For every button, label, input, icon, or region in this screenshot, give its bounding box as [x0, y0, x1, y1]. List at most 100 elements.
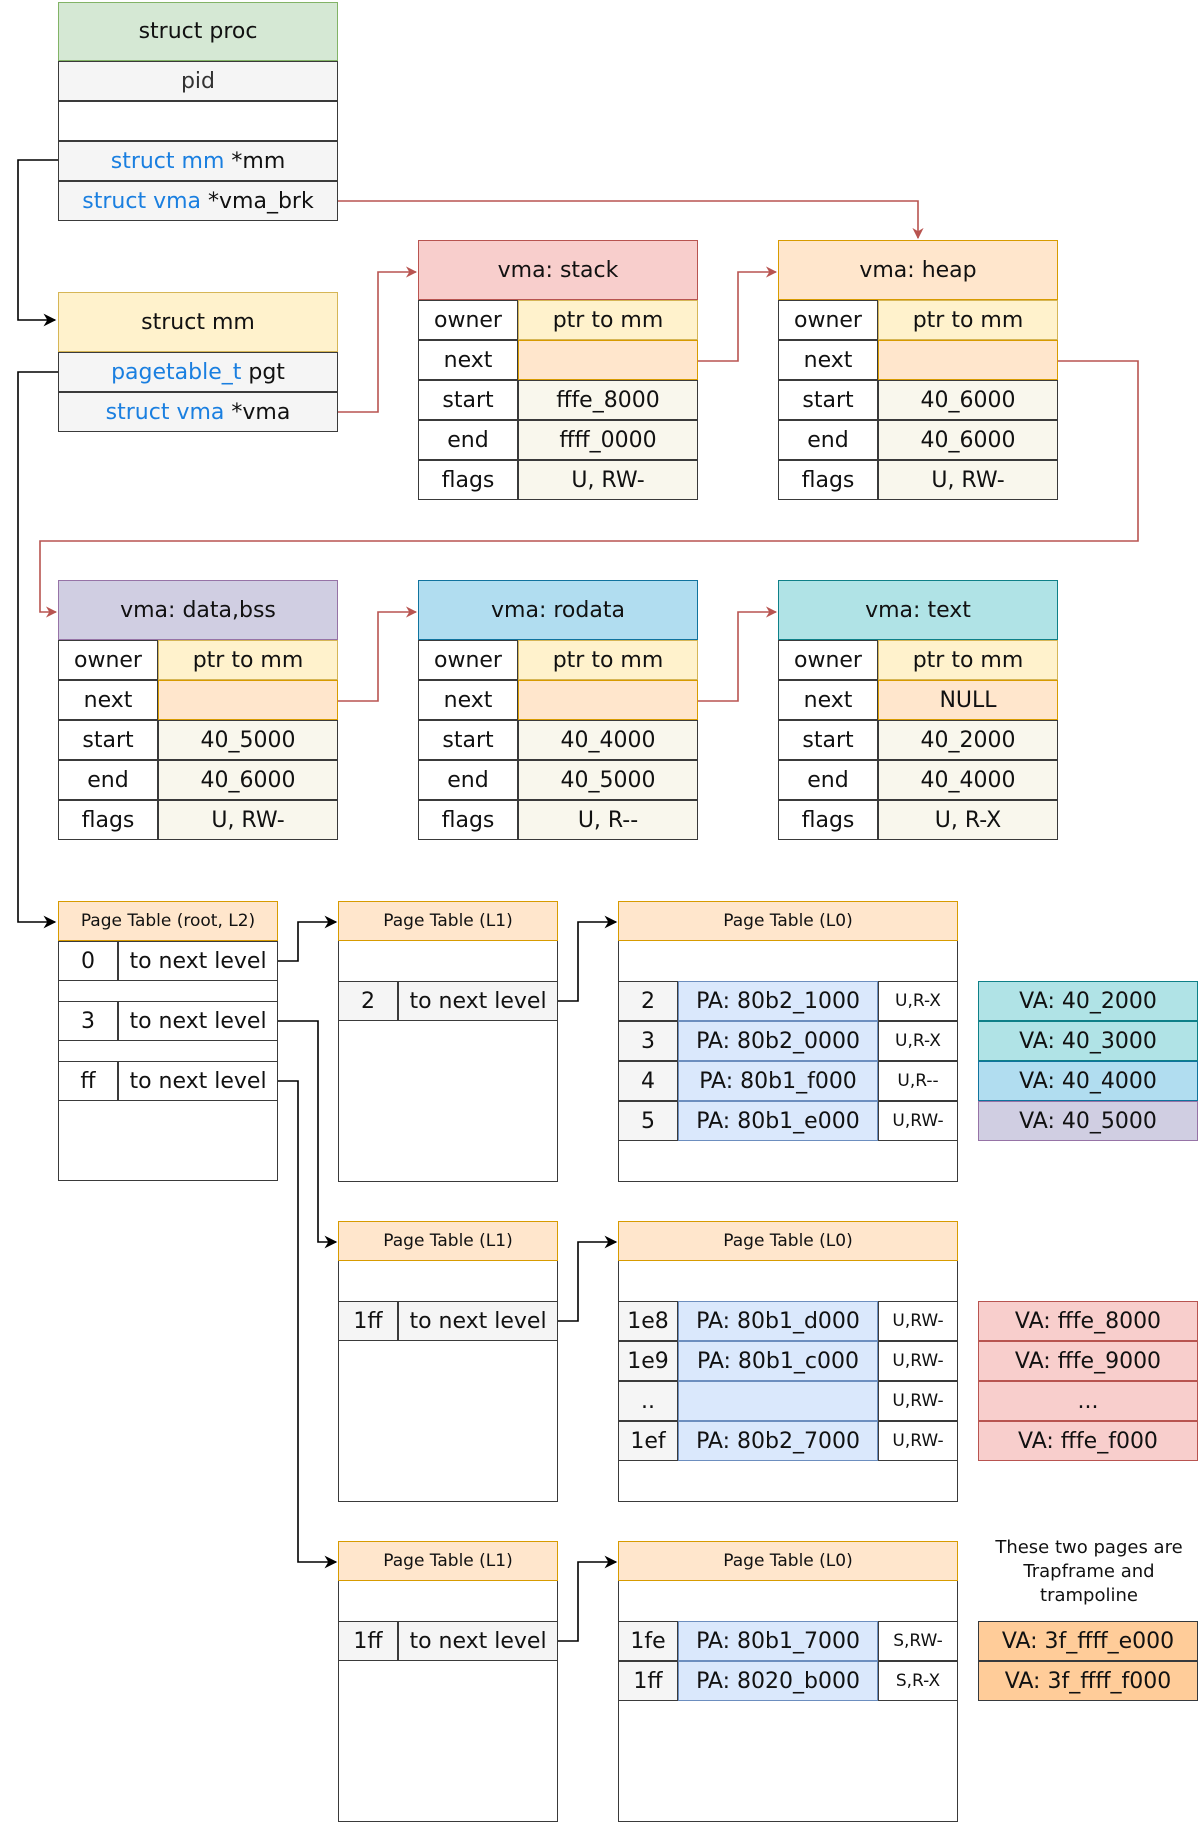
- proc-brk-name: *vma_brk: [201, 188, 314, 214]
- l0-entry-flags: U,R-X: [878, 981, 958, 1021]
- stack-next-arrow: [698, 266, 778, 362]
- l0-entry-flags: U,RW-: [878, 1301, 958, 1341]
- l0-entry-index: 2: [618, 981, 678, 1021]
- l1-a-arrow: [558, 915, 618, 1002]
- proc-mm-name: *mm: [224, 148, 286, 174]
- l1-table-frame: [338, 1541, 558, 1822]
- l0-entry-flags: U,RW-: [878, 1341, 958, 1381]
- trapframe-note: These two pages are Trapframe and trampo…: [995, 1537, 1183, 1606]
- l0-entry-flags: U,R-X: [878, 1021, 958, 1061]
- l0-table-title: Page Table (L0): [618, 1541, 958, 1581]
- l1-table-frame: [338, 901, 558, 1182]
- mm-vma-arrow: [338, 266, 418, 413]
- l1-c-arrow: [558, 1555, 618, 1642]
- vma-title: vma: rodata: [418, 580, 698, 640]
- vma-end-value: 40_6000: [158, 760, 338, 800]
- l1-entry-index: 2: [338, 981, 398, 1021]
- root-entry-ff-arrow: [278, 1080, 338, 1569]
- vma-start-value: fffe_8000: [518, 380, 698, 420]
- l0-entry-index: 3: [618, 1021, 678, 1061]
- vma-flags-label: flags: [418, 460, 518, 500]
- va-label: VA: fffe_8000: [978, 1301, 1198, 1341]
- connector-layer: [17, 159, 1139, 1642]
- vma-start-value: 40_6000: [878, 380, 1058, 420]
- vma-owner-value: ptr to mm: [158, 640, 338, 680]
- l0-entry-flags: S,R-X: [878, 1661, 958, 1701]
- l1-table-title: Page Table (L1): [338, 1541, 558, 1581]
- l0-entry-pa: PA: 80b2_7000: [678, 1421, 878, 1461]
- l0-entry-flags: U,RW-: [878, 1101, 958, 1141]
- l0-entry-pa: [678, 1381, 878, 1421]
- vma-end-value: 40_5000: [518, 760, 698, 800]
- vma-next-label: next: [58, 680, 158, 720]
- mm-pointer-arrow: [17, 159, 58, 327]
- vma-owner-label: owner: [418, 640, 518, 680]
- va-label: VA: 3f_ffff_e000: [978, 1621, 1198, 1661]
- vma-start-label: start: [418, 720, 518, 760]
- vma-end-label: end: [58, 760, 158, 800]
- l1-table-frame: [338, 1221, 558, 1502]
- vma-flags-label: flags: [418, 800, 518, 840]
- vma-title: vma: heap: [778, 240, 1058, 300]
- mm-pgt-type: pagetable_t: [111, 359, 242, 385]
- l0-entry-index: 1e8: [618, 1301, 678, 1341]
- l0-entry-flags: U,RW-: [878, 1381, 958, 1421]
- vma-flags-value: U, RW-: [518, 460, 698, 500]
- l1-entry-label: to next level: [398, 1301, 558, 1341]
- l0-entry-flags: U,RW-: [878, 1421, 958, 1461]
- vma-next-value: [158, 680, 338, 720]
- vma-end-label: end: [778, 420, 878, 460]
- l0-entry-index: 1fe: [618, 1621, 678, 1661]
- vma-owner-label: owner: [418, 300, 518, 340]
- vma-end-label: end: [418, 420, 518, 460]
- vma-start-label: start: [778, 720, 878, 760]
- vma-start-label: start: [58, 720, 158, 760]
- rodata-next-arrow: [698, 606, 778, 702]
- l1-entry-label: to next level: [398, 981, 558, 1021]
- vma-flags-value: U, RW-: [878, 460, 1058, 500]
- vma-end-label: end: [778, 760, 878, 800]
- vma-brk-arrow: [338, 200, 924, 240]
- proc-mm-field: struct mm *mm: [58, 141, 338, 181]
- l0-entry-index: 1e9: [618, 1341, 678, 1381]
- vma-owner-label: owner: [778, 300, 878, 340]
- vma-next-label: next: [418, 680, 518, 720]
- vma-start-label: start: [418, 380, 518, 420]
- vma-flags-label: flags: [58, 800, 158, 840]
- l1-b-arrow: [558, 1235, 618, 1322]
- l0-entry-pa: PA: 80b1_e000: [678, 1101, 878, 1141]
- l0-entry-index: 4: [618, 1061, 678, 1101]
- vma-start-value: 40_5000: [158, 720, 338, 760]
- proc-title: struct proc: [58, 2, 338, 61]
- vma-flags-value: U, RW-: [158, 800, 338, 840]
- vma-title: vma: stack: [418, 240, 698, 300]
- va-label: ...: [978, 1381, 1198, 1421]
- mm-vma-field: struct vma *vma: [58, 392, 338, 432]
- vma-next-label: next: [778, 680, 878, 720]
- vma-flags-label: flags: [778, 460, 878, 500]
- proc-blank-field: [58, 101, 338, 141]
- l0-entry-pa: PA: 80b2_0000: [678, 1021, 878, 1061]
- vma-start-value: 40_2000: [878, 720, 1058, 760]
- vma-flags-value: U, R--: [518, 800, 698, 840]
- vma-next-value: [518, 340, 698, 380]
- vma-end-value: 40_4000: [878, 760, 1058, 800]
- vma-owner-value: ptr to mm: [518, 300, 698, 340]
- mm-pgt-name: pgt: [241, 359, 285, 385]
- vma-flags-label: flags: [778, 800, 878, 840]
- vma-next-label: next: [778, 340, 878, 380]
- vma-next-label: next: [418, 340, 518, 380]
- vma-owner-label: owner: [58, 640, 158, 680]
- vma-next-value: [878, 340, 1058, 380]
- l0-entry-pa: PA: 80b2_1000: [678, 981, 878, 1021]
- root-entry-0-arrow: [278, 915, 338, 962]
- va-label: VA: 40_2000: [978, 981, 1198, 1021]
- l0-entry-index: 1ff: [618, 1661, 678, 1701]
- root-entry-3-arrow: [278, 1020, 338, 1249]
- l0-entry-pa: PA: 80b1_7000: [678, 1621, 878, 1661]
- l0-entry-pa: PA: 8020_b000: [678, 1661, 878, 1701]
- l0-table-title: Page Table (L0): [618, 1221, 958, 1261]
- va-label: VA: 40_5000: [978, 1101, 1198, 1141]
- l0-table-title: Page Table (L0): [618, 901, 958, 941]
- proc-brk-type: struct vma: [82, 188, 202, 214]
